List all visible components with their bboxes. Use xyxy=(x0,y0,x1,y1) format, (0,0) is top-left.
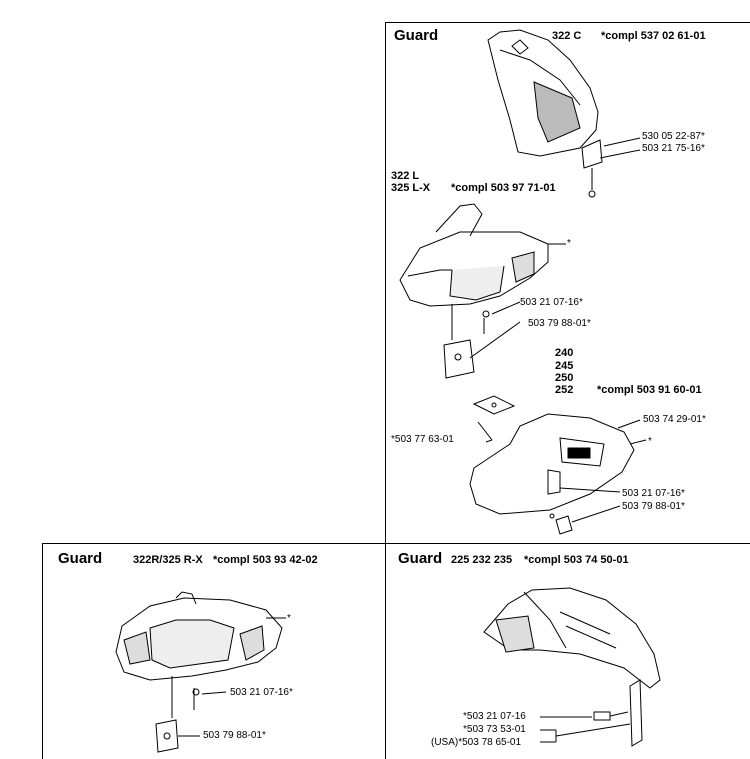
bottom-left-panel-title: Guard xyxy=(58,550,103,567)
part-number: * xyxy=(567,238,571,249)
top-right-panel-title: Guard xyxy=(394,27,439,44)
part-number: * xyxy=(648,436,652,447)
part-number: * xyxy=(287,613,291,624)
sub2-model: 240 xyxy=(555,347,574,359)
part-number: 503 79 88-01* xyxy=(203,730,266,741)
part-number: 530 05 22-87* xyxy=(642,131,705,142)
guard-240-drawing xyxy=(469,395,647,535)
part-number: *503 77 63-01 xyxy=(391,434,454,445)
part-number: 503 74 29-01* xyxy=(643,414,706,425)
top-right-model: 322 C xyxy=(552,30,582,42)
bottom-right-panel-title: Guard xyxy=(398,550,443,567)
guard-322c-drawing xyxy=(487,29,641,198)
part-number: *503 21 07-16 xyxy=(463,711,526,722)
part-number: 503 21 07-16* xyxy=(520,297,583,308)
bottom-right-compl: *compl 503 74 50-01 xyxy=(524,554,629,566)
part-number: 503 79 88-01* xyxy=(528,318,591,329)
part-number: 503 79 88-01* xyxy=(622,501,685,512)
sub2-model: 245 xyxy=(555,360,574,372)
bottom-left-panel-left-border xyxy=(42,543,43,759)
middle-horizontal-divider xyxy=(42,543,750,544)
sub1-compl: *compl 503 97 71-01 xyxy=(451,182,556,194)
part-number: 503 21 75-16* xyxy=(642,143,705,154)
part-number: *503 73 53-01 xyxy=(463,724,526,735)
sub2-model: 252 xyxy=(555,384,574,396)
top-right-panel-left-border xyxy=(385,22,386,759)
sub2-model: 250 xyxy=(555,372,574,384)
bottom-left-model: 322R/325 R-X xyxy=(133,554,203,566)
guard-225-drawing xyxy=(483,587,661,747)
bottom-left-compl: *compl 503 93 42-02 xyxy=(213,554,318,566)
part-number: (USA)*503 78 65-01 xyxy=(431,737,522,748)
sub1-model-line1: 322 L xyxy=(391,170,420,182)
guard-322l-drawing xyxy=(399,203,566,379)
guard-322r-drawing xyxy=(115,591,286,753)
bottom-right-model: 225 232 235 xyxy=(451,554,513,566)
part-number: 503 21 07-16* xyxy=(622,488,685,499)
top-right-panel-top-border xyxy=(385,22,750,23)
sub1-model-line2: 325 L-X xyxy=(391,182,431,194)
top-right-compl: *compl 537 02 61-01 xyxy=(601,30,706,42)
part-number: 503 21 07-16* xyxy=(230,687,293,698)
sub2-compl: *compl 503 91 60-01 xyxy=(597,384,702,396)
